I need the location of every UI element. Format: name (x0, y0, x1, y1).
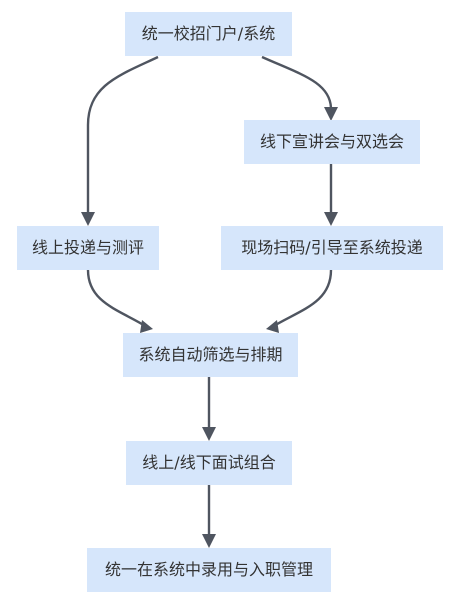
node-offline-sessions: 线下宣讲会与双选会 (244, 120, 420, 164)
edge-right1-to-right2 (324, 164, 338, 226)
edge-left2-to-center3 (86, 269, 153, 333)
node-onsite-scan-redirect: 现场扫码/引导至系统投递 (221, 226, 443, 270)
node-auto-screening-scheduling: 系统自动筛选与排期 (123, 333, 298, 377)
node-online-apply-assessment-label: 线上投递与测评 (31, 238, 144, 257)
edge-top-to-right1 (261, 55, 338, 121)
node-unified-portal: 统一校招门户/系统 (125, 12, 292, 56)
node-onsite-scan-redirect-label: 现场扫码/引导至系统投递 (241, 238, 423, 257)
node-auto-screening-scheduling-label: 系统自动筛选与排期 (138, 345, 283, 364)
node-offline-sessions-label: 线下宣讲会与双选会 (259, 132, 404, 151)
node-offer-onboarding-label: 统一在系统中录用与入职管理 (104, 560, 313, 579)
node-offer-onboarding: 统一在系统中录用与入职管理 (87, 548, 331, 592)
node-interview-combination-label: 线上/线下面试组合 (142, 453, 276, 472)
node-online-apply-assessment: 线上投递与测评 (17, 226, 159, 270)
node-unified-portal-label: 统一校招门户/系统 (141, 24, 276, 43)
edge-center4-to-bottom (202, 485, 216, 548)
node-interview-combination: 线上/线下面试组合 (126, 441, 292, 485)
edge-top-to-left2 (81, 55, 159, 226)
edge-center3-to-center4 (202, 377, 216, 441)
edge-right2-to-center3 (266, 269, 333, 333)
